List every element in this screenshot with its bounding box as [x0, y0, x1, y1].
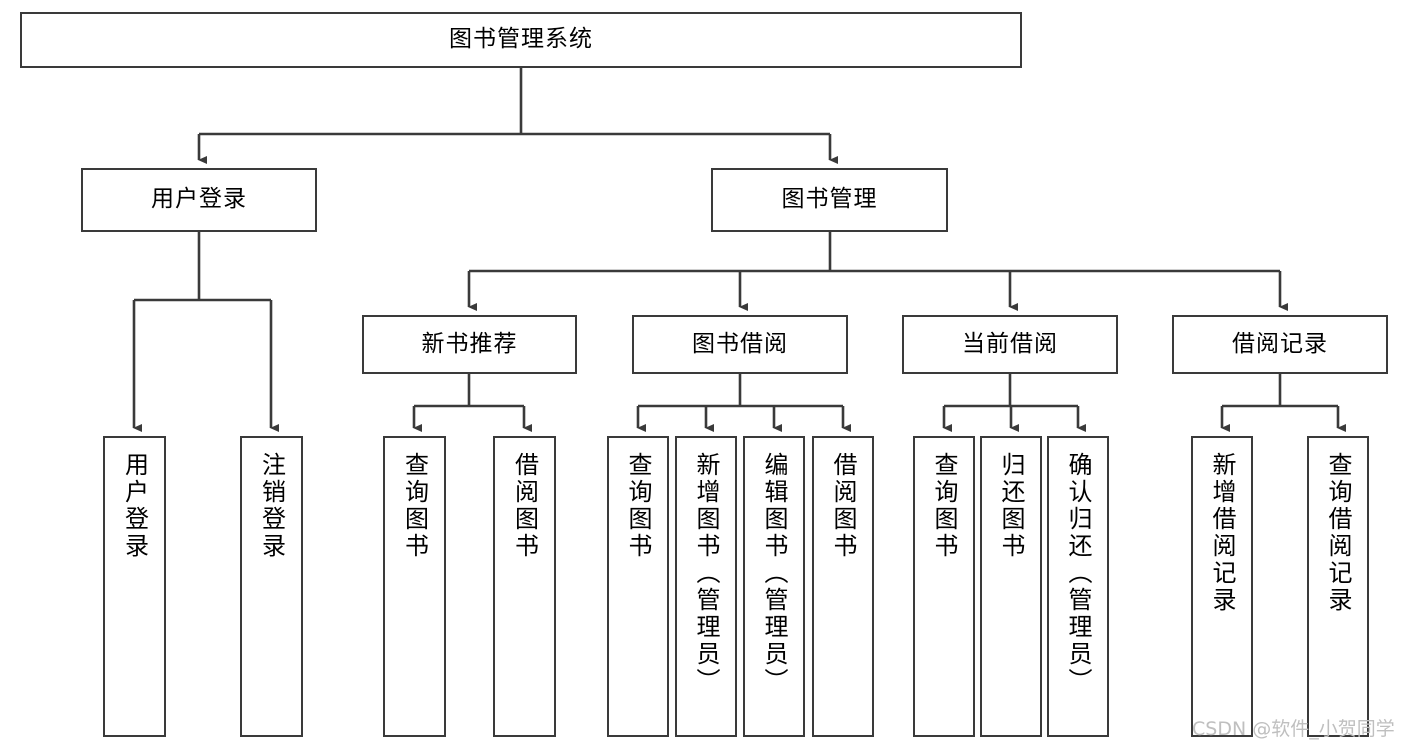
node-new-book-recommend[interactable]: 新书推荐	[362, 315, 577, 374]
leaf-record-add-record[interactable]: 新增借阅记录	[1191, 436, 1253, 737]
node-label: 归还图书	[997, 452, 1025, 560]
leaf-borrow-query-book[interactable]: 查询图书	[607, 436, 669, 737]
node-label: 用户登录	[120, 452, 149, 560]
leaf-user-login-logout[interactable]: 注销登录	[240, 436, 303, 737]
leaf-record-query-record[interactable]: 查询借阅记录	[1307, 436, 1369, 737]
node-label: 编辑图书（管理员）	[760, 452, 788, 695]
node-label: 新书推荐	[421, 330, 518, 357]
node-root-system[interactable]: 图书管理系统	[20, 12, 1022, 68]
node-label: 用户登录	[151, 186, 247, 213]
node-label: 借阅记录	[1232, 330, 1328, 357]
node-label: 确认归还（管理员）	[1064, 452, 1092, 695]
leaf-borrow-edit-book-admin[interactable]: 编辑图书（管理员）	[743, 436, 805, 737]
leaf-current-return-book[interactable]: 归还图书	[980, 436, 1042, 737]
node-book-borrow[interactable]: 图书借阅	[632, 315, 848, 374]
node-label: 图书管理系统	[449, 26, 593, 53]
leaf-recommend-query-book[interactable]: 查询图书	[383, 436, 446, 737]
node-label: 查询图书	[624, 452, 652, 560]
leaf-recommend-borrow-book[interactable]: 借阅图书	[493, 436, 556, 737]
node-label: 查询图书	[930, 452, 958, 560]
node-label: 借阅图书	[829, 452, 857, 560]
leaf-current-query-book[interactable]: 查询图书	[913, 436, 975, 737]
leaf-user-login-login[interactable]: 用户登录	[103, 436, 166, 737]
node-label: 查询借阅记录	[1324, 452, 1352, 614]
node-label: 借阅图书	[510, 452, 539, 560]
node-current-borrow[interactable]: 当前借阅	[902, 315, 1118, 374]
node-borrow-record[interactable]: 借阅记录	[1172, 315, 1388, 374]
node-label: 当前借阅	[962, 330, 1058, 357]
node-label: 新增借阅记录	[1208, 452, 1236, 614]
node-label: 查询图书	[400, 452, 429, 560]
node-label: 图书管理	[781, 186, 878, 213]
csdn-watermark: CSDN @软件_小贺同学	[1192, 718, 1395, 740]
node-label: 注销登录	[257, 452, 286, 560]
node-book-management[interactable]: 图书管理	[711, 168, 948, 232]
leaf-borrow-add-book-admin[interactable]: 新增图书（管理员）	[675, 436, 737, 737]
node-label: 图书借阅	[692, 330, 788, 357]
node-label: 新增图书（管理员）	[692, 452, 720, 695]
node-user-login[interactable]: 用户登录	[81, 168, 317, 232]
leaf-borrow-borrow-book[interactable]: 借阅图书	[812, 436, 874, 737]
leaf-current-confirm-return-admin[interactable]: 确认归还（管理员）	[1047, 436, 1109, 737]
